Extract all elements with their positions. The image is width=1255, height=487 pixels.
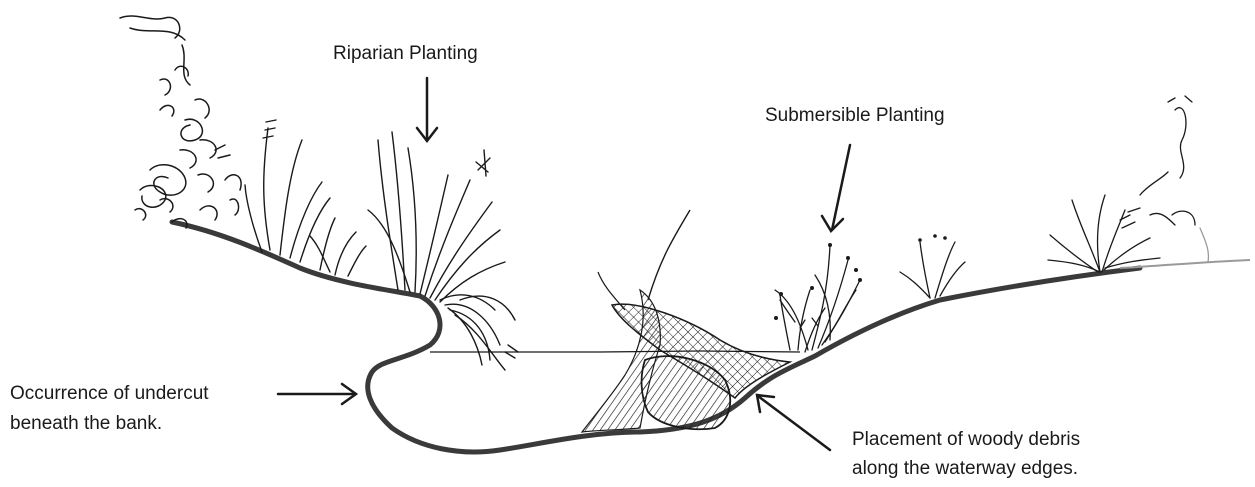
riparian-grasses [245, 120, 518, 370]
undercut-label-line-1: Occurrence of undercut [10, 380, 209, 407]
debris-label-line-2: along the waterway edges. [852, 455, 1078, 482]
left-shrub-scribble [120, 16, 241, 228]
undercut-label-line-2: beneath the bank. [10, 410, 162, 437]
debris-label-line-1: Placement of woody debris [852, 426, 1080, 453]
submersible-arrow [832, 145, 850, 230]
submersible-planting-label: Submersible Planting [765, 102, 945, 129]
debris-arrow [758, 396, 830, 450]
submersible-plants [775, 242, 965, 352]
riparian-planting-label: Riparian Planting [333, 40, 478, 67]
right-shrubs [1048, 96, 1208, 272]
annotation-arrows [278, 78, 850, 450]
